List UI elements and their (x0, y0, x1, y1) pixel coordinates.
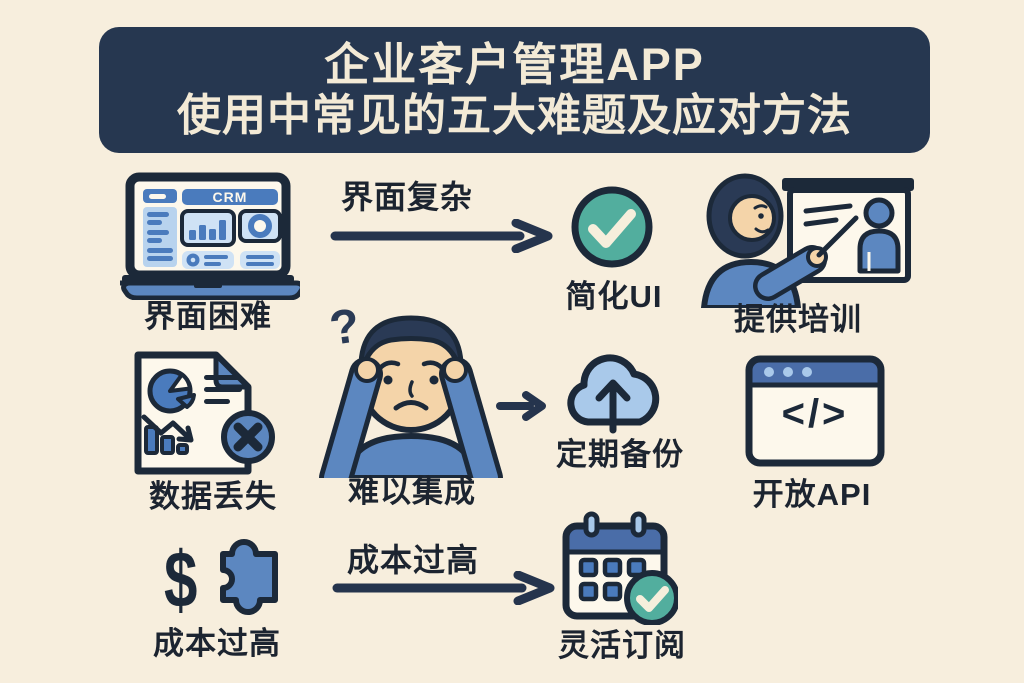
cloud-upload-icon (558, 344, 670, 436)
right-arrow-icon-bottom (332, 570, 556, 610)
arrow-label-complex-ui: 界面复杂 (341, 179, 474, 215)
check-circle-icon (567, 182, 657, 272)
laptop-crm-icon: CRM (116, 170, 305, 301)
crm-screen-text: CRM (212, 189, 248, 205)
solution-label-subscription: 灵活订阅 (558, 628, 686, 663)
right-arrow-icon (330, 218, 554, 258)
solution-label-open-api: 开放API (752, 477, 872, 512)
data-loss-document-icon (128, 347, 276, 479)
arrow-label-high-cost: 成本过高 (347, 542, 480, 578)
problem-label-interface: 界面困难 (144, 299, 272, 334)
title-line-2: 使用中常见的五大难题及应对方法 (177, 90, 852, 140)
problem-label-integration: 难以集成 (348, 474, 476, 509)
title-line-1: 企业客户管理APP (324, 38, 705, 90)
problem-label-cost: 成本过高 (153, 626, 281, 661)
trainer-whiteboard-icon (698, 166, 916, 311)
solution-label-training: 提供培训 (734, 302, 862, 337)
open-api-window-icon: </> (744, 354, 886, 468)
code-glyph: </> (781, 392, 849, 436)
short-right-arrow-icon (496, 391, 548, 426)
puzzle-piece (220, 539, 278, 615)
solution-label-simplified-ui: 简化UI (565, 279, 663, 314)
dollar-sign-glyph: $ (164, 535, 198, 624)
solution-label-backup: 定期备份 (556, 437, 684, 472)
cost-puzzle-icon: $ (152, 524, 292, 628)
confused-person-icon: ? (316, 299, 506, 495)
problem-label-data-loss: 数据丢失 (149, 479, 277, 514)
calendar-check-icon (560, 509, 680, 626)
title-banner: 企业客户管理APP 使用中常见的五大难题及应对方法 (99, 27, 930, 153)
